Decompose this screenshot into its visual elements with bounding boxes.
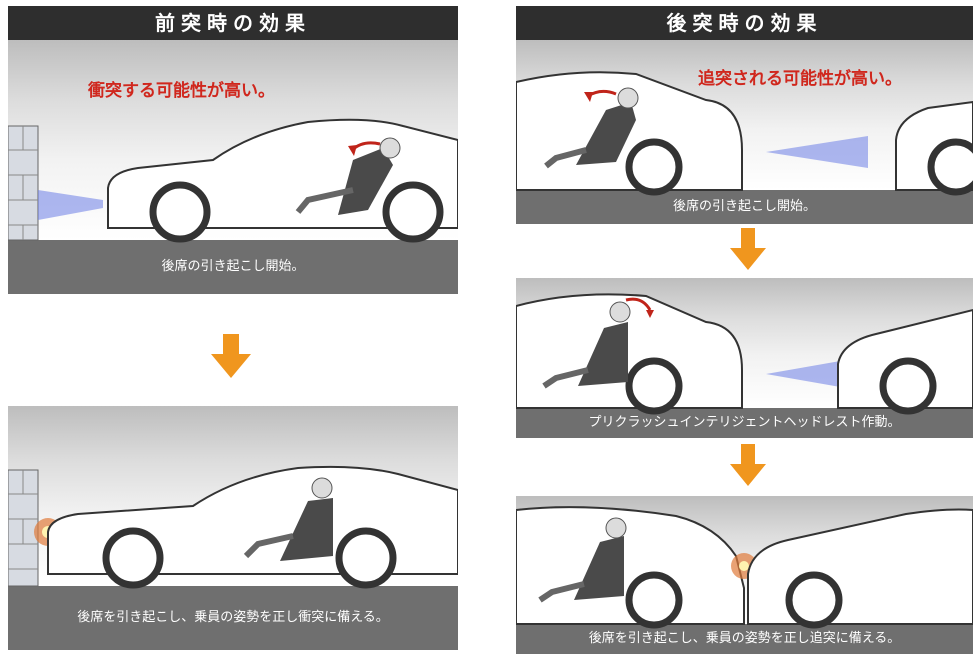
- rear-panel-1: 後席の引き起こし開始。 追突される可能性が高い。: [516, 40, 973, 224]
- front-collision-header: 前突時の効果: [8, 6, 458, 40]
- panel-caption: 後席を引き起こし、乗員の姿勢を正し衝突に備える。: [77, 610, 389, 625]
- road-floor: 後席を引き起こし、乗員の姿勢を正し追突に備える。: [516, 624, 973, 654]
- panel-caption: プリクラッシュインテリジェントヘッドレスト作動。: [588, 415, 901, 430]
- radar-beam: [766, 360, 846, 388]
- rear-passenger: [538, 517, 627, 603]
- rear-panel-2: プリクラッシュインテリジェントヘッドレスト作動。: [516, 278, 973, 438]
- headrest-arrow-head: [646, 310, 654, 318]
- rear-wheel: [382, 181, 444, 243]
- front-collision-brace-illustration: [8, 465, 458, 589]
- rear-collision-warning-text: 追突される可能性が高い。: [698, 69, 902, 89]
- collision-warning-text: 衝突する可能性が高い。: [88, 81, 275, 101]
- panel-caption: 後席の引き起こし開始。: [161, 259, 305, 274]
- headrest-arrow: [625, 297, 652, 311]
- rear-wheel: [625, 357, 683, 415]
- rear-wheel: [625, 138, 683, 196]
- brick-wall: [8, 469, 39, 587]
- following-car-wheel: [785, 571, 843, 629]
- own-car-body: [516, 506, 745, 625]
- rear-passenger: [542, 301, 631, 389]
- road-floor: 後席の引き起こし開始。: [8, 240, 458, 294]
- brick-wall: [8, 125, 39, 241]
- road-floor: プリクラッシュインテリジェントヘッドレスト作動。: [516, 408, 973, 438]
- front-wheel: [149, 181, 211, 243]
- front-panel-1: 後席の引き起こし開始。 衝突する可能性が高い。: [8, 40, 458, 294]
- rear-passenger: [295, 137, 401, 215]
- rear-collision-brace-illustration: [516, 506, 973, 629]
- rear-wheel: [625, 571, 683, 629]
- headrest-activation-illustration: [516, 293, 973, 415]
- radar-beam: [38, 190, 103, 220]
- down-arrow-icon: [730, 444, 766, 486]
- panel-caption: 後席を引き起こし、乗員の姿勢を正し追突に備える。: [588, 631, 901, 646]
- panel-caption: 後席の引き起こし開始。: [672, 199, 816, 214]
- motion-arrow-head: [584, 92, 593, 102]
- radar-beam: [766, 136, 868, 168]
- own-car-body: [516, 293, 743, 409]
- front-wheel: [102, 527, 164, 589]
- rear-collision-illustration: [516, 71, 973, 196]
- rear-passenger: [243, 477, 333, 561]
- down-arrow-icon: [211, 334, 251, 378]
- down-arrow-icon: [730, 228, 766, 270]
- road-floor: 後席を引き起こし、乗員の姿勢を正し衝突に備える。: [8, 586, 458, 650]
- rear-wheel: [335, 527, 397, 589]
- rear-collision-header: 後突時の効果: [516, 6, 973, 40]
- following-car-body: [747, 508, 973, 625]
- front-panel-2: 後席を引き起こし、乗員の姿勢を正し衝突に備える。: [8, 406, 458, 650]
- front-collision-illustration: [8, 118, 458, 243]
- following-car-wheel: [927, 138, 973, 196]
- road-floor: 後席の引き起こし開始。: [516, 190, 973, 224]
- following-car-wheel: [879, 357, 937, 415]
- rear-panel-3: 後席を引き起こし、乗員の姿勢を正し追突に備える。: [516, 496, 973, 654]
- motion-arrow-head: [348, 145, 357, 156]
- rear-passenger: [544, 87, 639, 169]
